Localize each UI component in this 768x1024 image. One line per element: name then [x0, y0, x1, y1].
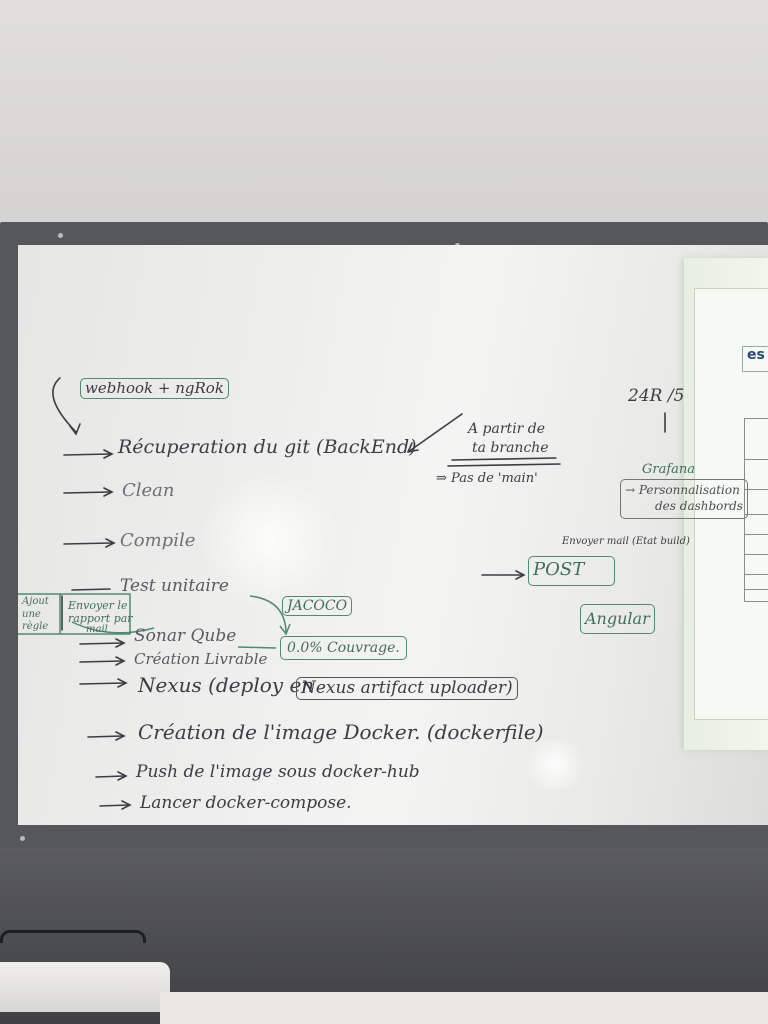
wall	[0, 0, 768, 240]
projected-logo: es	[742, 346, 768, 372]
light-glare	[520, 740, 590, 790]
note-jacoco: JACOCO	[282, 596, 353, 616]
desk	[160, 992, 768, 1024]
note-coverage: 0.0% Couvrage.	[280, 636, 407, 660]
chair-back	[0, 930, 146, 943]
note-branch-line2: ta branche	[472, 440, 549, 456]
note-grafana-d2: des dashbords	[655, 499, 743, 513]
note-angular: Angular	[580, 604, 655, 634]
frame-screw	[58, 233, 63, 238]
flow-creation-livrable: Création Livrable	[134, 650, 268, 668]
projected-document	[694, 288, 768, 720]
flow-test-unitaire: Test unitaire	[120, 576, 229, 596]
flow-docker-image: Création de l'image Docker. (dockerfile)	[138, 720, 544, 744]
note-email-build: Envoyer mail (Etat build)	[562, 536, 690, 547]
flow-clean: Clean	[122, 480, 175, 501]
note-une: une	[22, 609, 41, 620]
projected-table	[744, 418, 768, 602]
note-mail: mail	[86, 624, 108, 635]
note-grafana-box: → Personnalisation des dashbords	[620, 479, 748, 519]
projector-overlay	[684, 258, 768, 750]
note-branch-line1: A partir de	[468, 421, 546, 437]
note-rapport: rapport par	[68, 612, 133, 625]
whiteboard	[18, 245, 768, 825]
note-not-main: ⇒ Pas de 'main'	[436, 471, 538, 486]
note-grafana-d1: → Personnalisation	[625, 483, 740, 497]
flow-recuperation: Récuperation du git (BackEnd)	[118, 436, 417, 458]
chair	[0, 962, 170, 1012]
flow-docker-compose: Lancer docker-compose.	[140, 793, 352, 813]
flow-webhook: webhook + ngRok	[80, 378, 229, 399]
note-score: 24R /5	[628, 386, 685, 406]
flow-sonarqube: Sonar Qube	[134, 626, 237, 646]
flow-compile: Compile	[120, 530, 196, 551]
note-post: POST	[528, 556, 616, 586]
flow-nexus-uploader: Nexus artifact uploader)	[296, 677, 518, 700]
flow-nexus: Nexus (deploy en	[138, 673, 315, 697]
light-glare	[200, 470, 340, 610]
note-envoyer: Envoyer le	[68, 599, 128, 612]
note-ajout: Ajout	[22, 596, 49, 607]
flow-push-dockerhub: Push de l'image sous docker-hub	[136, 762, 420, 782]
note-grafana: Grafana	[642, 462, 696, 477]
note-regle: règle	[22, 621, 49, 632]
frame-screw	[20, 836, 25, 841]
